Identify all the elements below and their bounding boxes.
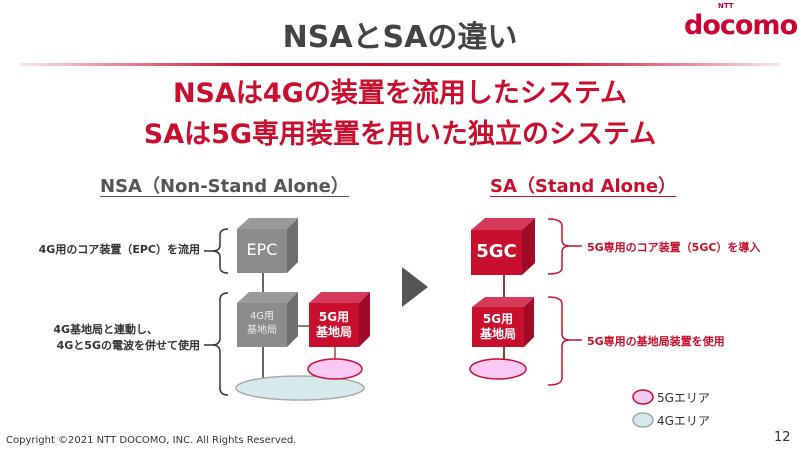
note-nsa-base: 4G基地局と連動し、 4Gと5Gの電波を併せて使用 xyxy=(0,322,200,354)
4g-area-ellipse xyxy=(235,375,365,401)
epc-cube xyxy=(237,218,298,273)
4g-base-cube xyxy=(237,292,298,347)
brace-core-nsa xyxy=(211,228,229,274)
note-line: 4G基地局と連動し、 xyxy=(53,323,158,336)
headline-sa: SAは5G専用装置を用いた独立のシステム xyxy=(143,119,657,150)
sa-5g-area-ellipse xyxy=(469,358,527,380)
arrow-right-icon xyxy=(402,267,428,307)
legend-4g-label: 4Gエリア xyxy=(657,414,710,428)
logo-ntt: NTT xyxy=(718,2,734,10)
4g-base-label: 4G用基地局 xyxy=(237,310,287,338)
sa-heading: SA（Stand Alone） xyxy=(490,176,677,197)
5g-base-cube-sa xyxy=(472,297,534,347)
note-sa-base: 5G専用の基地局装置を使用 xyxy=(587,335,725,348)
brace-base-sa xyxy=(547,296,571,386)
4g-base-label-line: 基地局 xyxy=(247,325,277,336)
5g-base-label-sa: 5G用基地局 xyxy=(472,312,524,342)
note-line: 4Gと5Gの電波を併せて使用 xyxy=(56,339,200,352)
5gc-label: 5GC xyxy=(476,241,517,262)
note-nsa-core: 4G用のコア装置（EPC）を流用 xyxy=(38,243,200,256)
5g-base-label-line: 基地局 xyxy=(315,325,352,339)
note-sa-core: 5G専用のコア装置（5GC）を導入 xyxy=(587,241,761,254)
slide-title: NSAとSAの違い xyxy=(282,20,518,55)
page-number: 12 xyxy=(774,430,791,445)
5g-base-label-line: 5G用 xyxy=(482,312,514,326)
title-divider xyxy=(20,63,780,66)
4g-base-label-line: 4G用 xyxy=(249,311,275,322)
copyright: Copyright ©2021 NTT DOCOMO, INC. All Rig… xyxy=(6,435,297,446)
legend-5g-label: 5Gエリア xyxy=(657,391,710,405)
docomo-logo: docomo xyxy=(684,10,798,41)
brace-core-sa xyxy=(547,218,571,275)
5g-area-ellipse xyxy=(307,358,363,380)
nsa-heading: NSA（Non-Stand Alone） xyxy=(100,176,349,197)
brace-base-nsa xyxy=(211,292,229,396)
legend-5g-marker xyxy=(632,389,654,405)
epc-label: EPC xyxy=(246,240,278,259)
5g-base-label-line: 基地局 xyxy=(479,327,516,341)
5g-base-label-line: 5G用 xyxy=(318,310,350,324)
legend-4g-marker xyxy=(632,412,654,428)
5gc-cube xyxy=(471,218,535,275)
5g-base-label-nsa: 5G用基地局 xyxy=(309,310,359,340)
headline-nsa: NSAは4Gの装置を流用したシステム xyxy=(172,78,628,109)
5g-base-cube-nsa xyxy=(309,292,370,347)
